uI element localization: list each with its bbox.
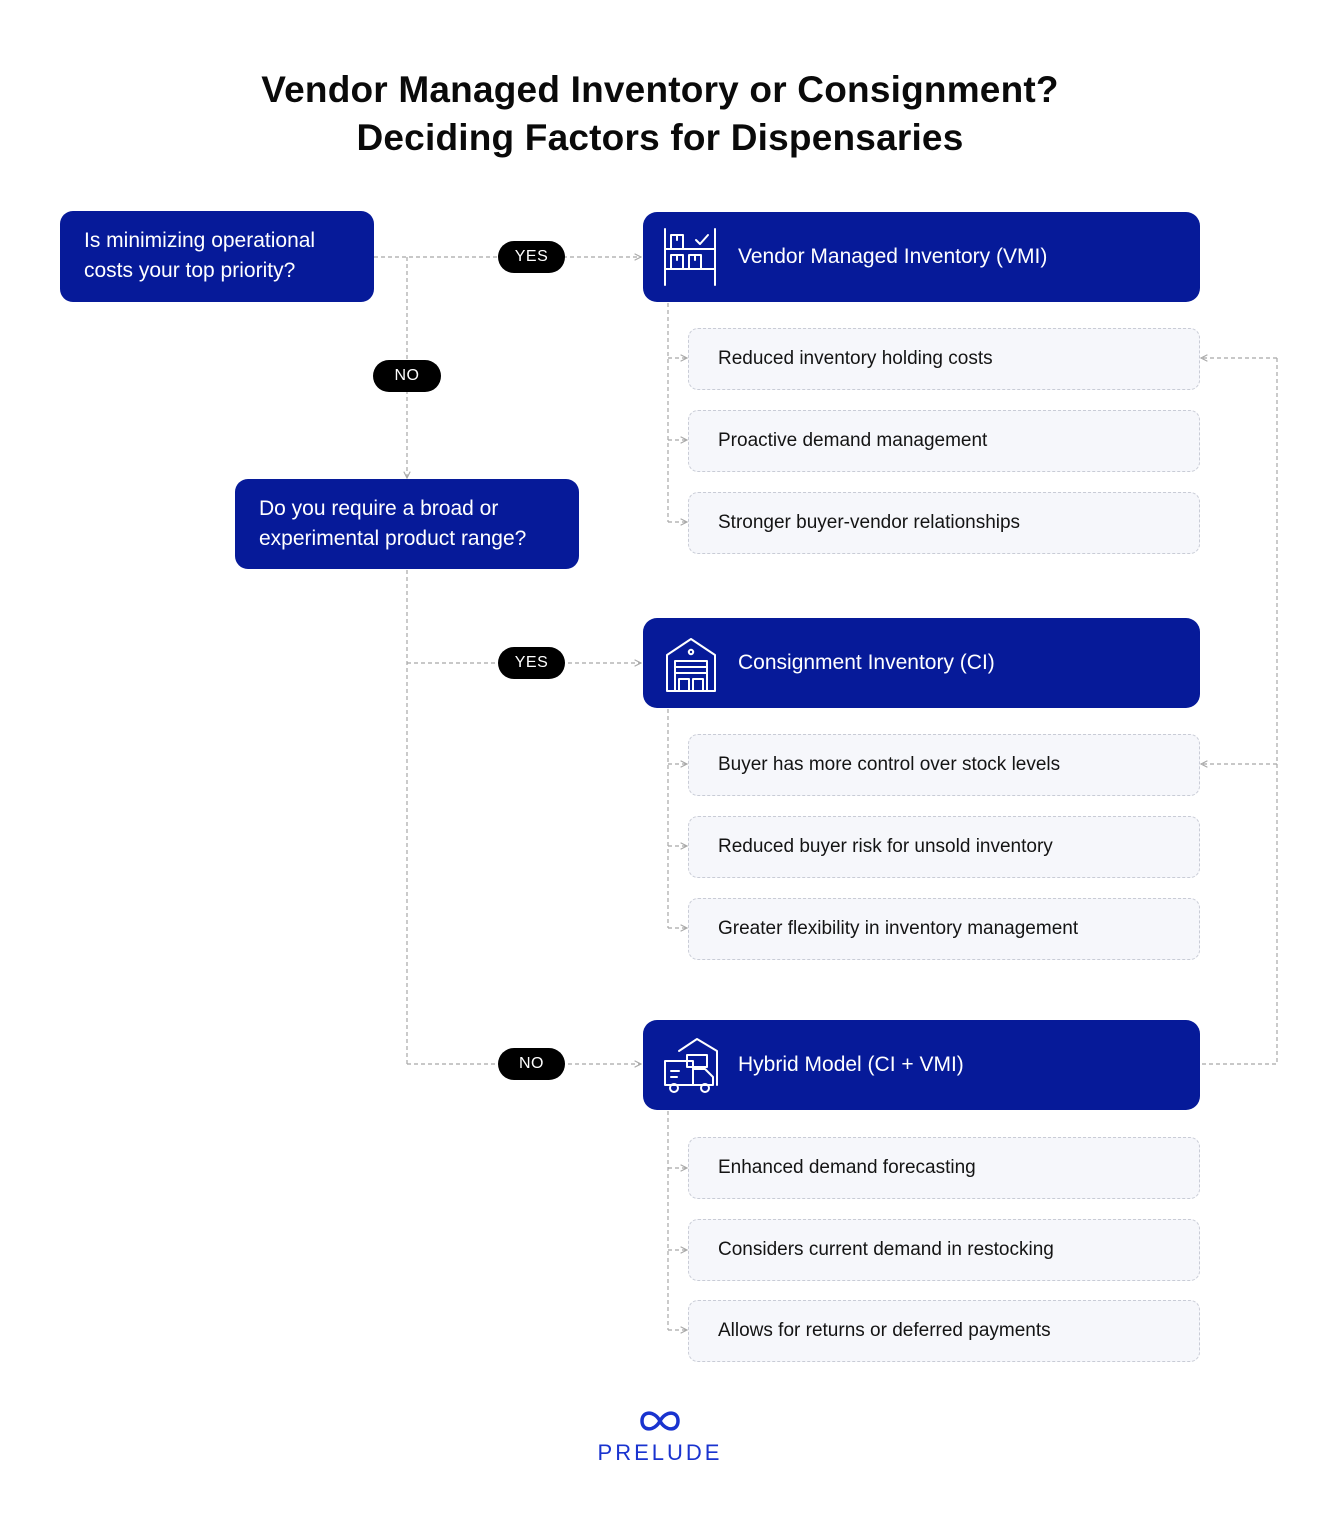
model-label-vmi: Vendor Managed Inventory (VMI) xyxy=(738,245,1048,268)
benefit-vmi-1: Reduced inventory holding costs xyxy=(688,328,1200,390)
question-1-line-1: Is minimizing operational xyxy=(84,229,316,252)
delivery-truck-warehouse-icon xyxy=(664,1038,718,1093)
warehouse-building-icon xyxy=(666,638,716,692)
title-line-1: Vendor Managed Inventory or Consignment? xyxy=(261,69,1059,110)
benefit-ci-3: Greater flexibility in inventory managem… xyxy=(688,898,1200,960)
logo-text: PRELUDE xyxy=(597,1440,723,1465)
title-line-2: Deciding Factors for Dispensaries xyxy=(356,117,964,158)
benefit-vmi-2: Proactive demand management xyxy=(688,410,1200,472)
question-box-1: Is minimizing operational costs your top… xyxy=(60,211,374,302)
benefit-vmi-3: Stronger buyer-vendor relationships xyxy=(688,492,1200,554)
warehouse-shelves-icon xyxy=(664,228,716,286)
prelude-logo: PRELUDE xyxy=(560,1408,760,1478)
benefit-ci-1: Buyer has more control over stock levels xyxy=(688,734,1200,796)
no-pill-q1: NO xyxy=(373,360,441,392)
connector-hybrid-right xyxy=(1202,358,1278,1065)
benefit-hybrid-3: Allows for returns or deferred payments xyxy=(688,1300,1200,1362)
question-box-2: Do you require a broad or experimental p… xyxy=(235,479,579,569)
benefit-ci-2: Reduced buyer risk for unsold inventory xyxy=(688,816,1200,878)
model-card-hybrid: Hybrid Model (CI + VMI) xyxy=(643,1020,1200,1110)
model-label-ci: Consignment Inventory (CI) xyxy=(738,651,995,674)
benefit-hybrid-2: Considers current demand in restocking xyxy=(688,1219,1200,1281)
yes-pill-q1: YES xyxy=(498,241,565,273)
no-pill-q2: NO xyxy=(498,1048,565,1080)
question-2-line-2: experimental product range? xyxy=(259,527,527,550)
model-card-vmi: Vendor Managed Inventory (VMI) xyxy=(643,212,1200,302)
model-card-ci: Consignment Inventory (CI) xyxy=(643,618,1200,708)
page-title: Vendor Managed Inventory or Consignment?… xyxy=(0,66,1320,162)
infinity-loop-icon xyxy=(640,1411,680,1431)
question-1-line-2: costs your top priority? xyxy=(84,259,296,282)
model-label-hybrid: Hybrid Model (CI + VMI) xyxy=(738,1053,964,1076)
benefit-hybrid-1: Enhanced demand forecasting xyxy=(688,1137,1200,1199)
yes-pill-q2: YES xyxy=(498,647,565,679)
question-2-line-1: Do you require a broad or xyxy=(259,497,499,520)
